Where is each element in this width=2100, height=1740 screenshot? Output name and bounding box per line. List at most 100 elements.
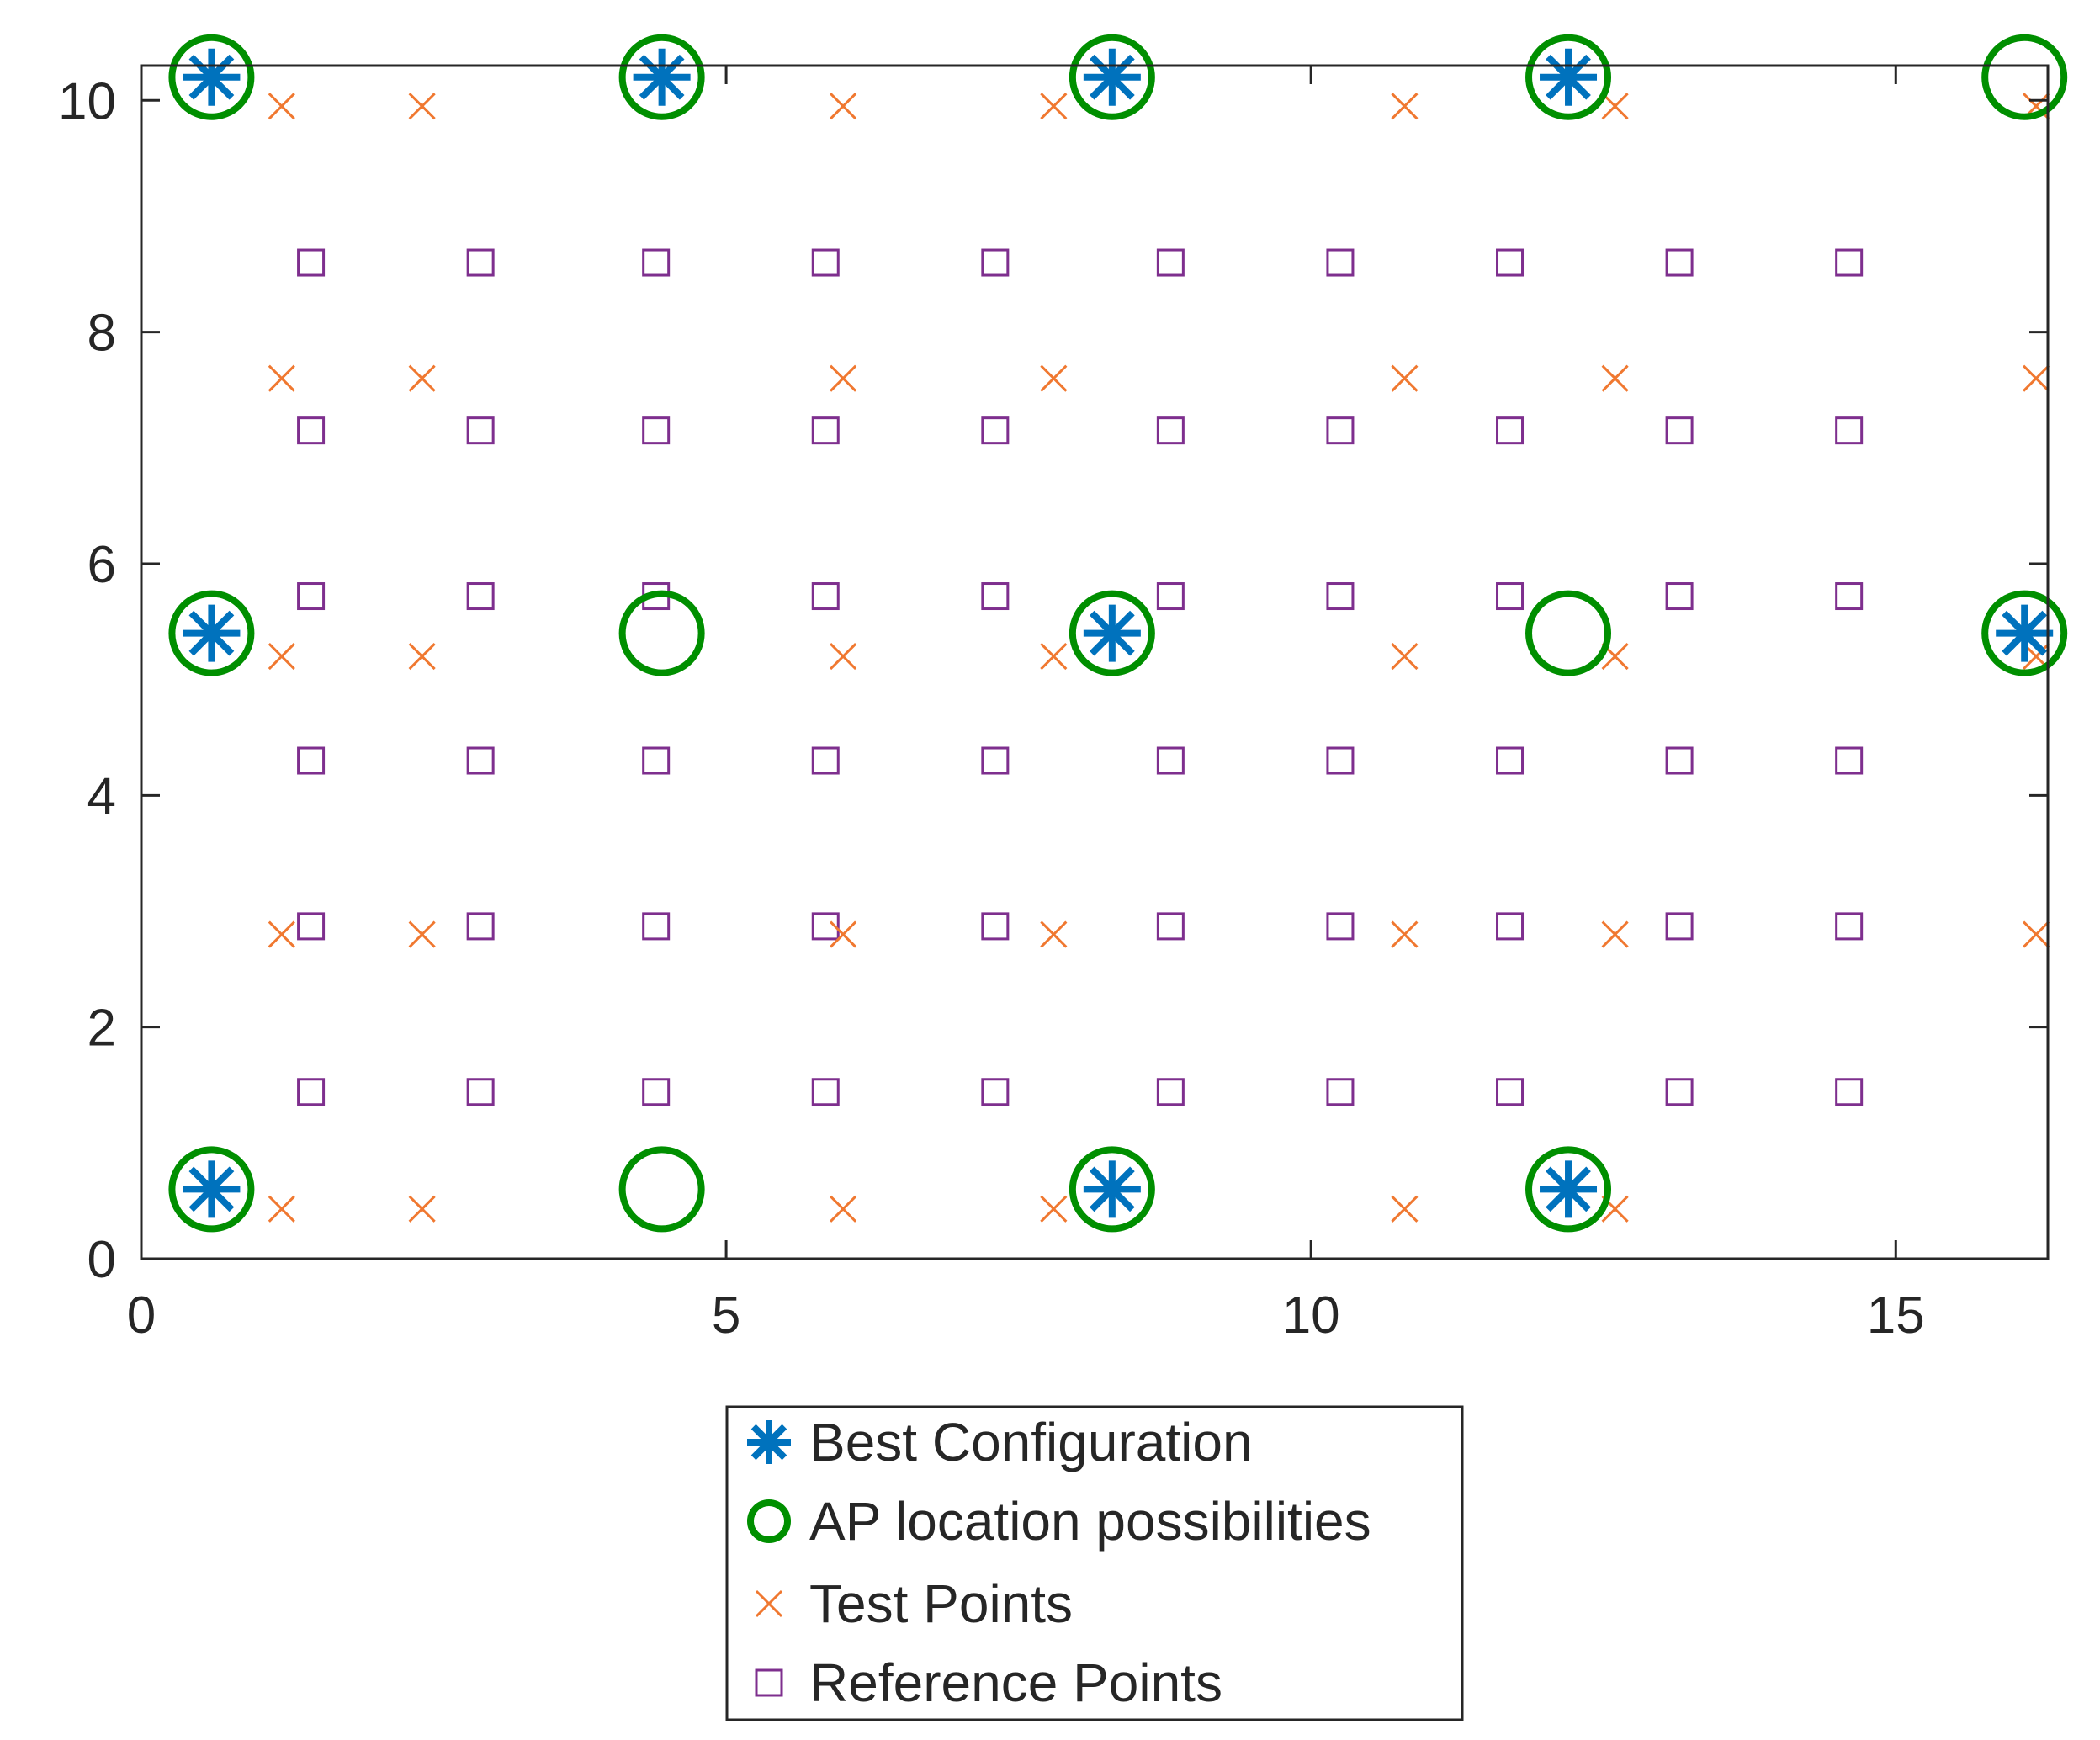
square-point: [811, 746, 840, 775]
circle-point: [1069, 34, 1155, 120]
square-point: [811, 416, 840, 445]
x-point: [830, 643, 857, 671]
square-point: [1496, 912, 1525, 941]
asterisk-point: [183, 604, 241, 662]
legend-entry: Best Configuration: [747, 1412, 1253, 1472]
x-point: [408, 364, 436, 392]
circle-point: [1525, 1146, 1612, 1233]
x-point: [408, 643, 436, 671]
square-point: [1326, 248, 1355, 277]
x-point: [1601, 364, 1629, 392]
x-point: [408, 920, 436, 948]
square-point: [297, 1078, 326, 1106]
square-point: [1156, 416, 1185, 445]
square-point: [1156, 912, 1185, 941]
square-point: [1326, 912, 1355, 941]
circle-point: [1981, 34, 2068, 120]
square-point: [642, 248, 671, 277]
square-point: [1326, 746, 1355, 775]
asterisk-point: [183, 48, 241, 106]
square-point: [297, 582, 326, 611]
circle-point: [1525, 34, 1612, 120]
square-point: [297, 248, 326, 277]
x-point: [1391, 643, 1419, 671]
square-point: [1156, 582, 1185, 611]
square-point: [1835, 248, 1864, 277]
legend-swatch: [755, 1668, 783, 1697]
asterisk-point: [633, 48, 691, 106]
square-point: [811, 1078, 840, 1106]
square-point: [1835, 1078, 1864, 1106]
x-point: [268, 93, 295, 120]
square-point: [1835, 912, 1864, 941]
square-point: [466, 1078, 495, 1106]
circle-point: [1069, 590, 1155, 676]
y-tick-label: 4: [88, 767, 116, 825]
square-point: [1496, 1078, 1525, 1106]
legend-label: Reference Points: [809, 1652, 1222, 1713]
square-point: [466, 912, 495, 941]
x-point: [1040, 364, 1068, 392]
square-point: [1326, 416, 1355, 445]
circle-point: [618, 34, 705, 120]
x-point: [830, 93, 857, 120]
square-point: [811, 582, 840, 611]
x-point: [1601, 920, 1629, 948]
x-point: [268, 920, 295, 948]
asterisk-point: [1083, 604, 1141, 662]
square-point: [1665, 1078, 1694, 1106]
x-point: [268, 1195, 295, 1223]
square-point: [297, 912, 326, 941]
square-point: [466, 416, 495, 445]
asterisk-point: [1540, 1160, 1598, 1218]
square-point: [1665, 582, 1694, 611]
x-point: [408, 93, 436, 120]
square-point: [811, 912, 840, 941]
square-point: [981, 582, 1010, 611]
square-point: [1496, 746, 1525, 775]
x-tick-label: 15: [1867, 1286, 1925, 1345]
y-tick-label: 10: [58, 72, 116, 130]
x-point: [1040, 920, 1068, 948]
circle-point: [1525, 590, 1612, 676]
series-ap-location-possibilities: [168, 34, 2068, 1233]
legend-entry: Reference Points: [755, 1652, 1222, 1713]
circle-point: [168, 34, 255, 120]
legend-label: Best Configuration: [809, 1412, 1253, 1472]
square-point: [642, 912, 671, 941]
legend-swatch: [747, 1420, 791, 1464]
x-point: [1040, 643, 1068, 671]
square-point: [1665, 416, 1694, 445]
legend-box: [725, 1405, 1464, 1721]
legend-swatch: [747, 1499, 791, 1543]
legend-label: Test Points: [809, 1573, 1073, 1634]
square-point: [1835, 746, 1864, 775]
square-point: [466, 746, 495, 775]
square-point: [642, 1078, 671, 1106]
x-tick-label: 0: [127, 1286, 156, 1345]
square-point: [981, 248, 1010, 277]
square-point: [981, 416, 1010, 445]
y-tick-label: 8: [88, 305, 116, 363]
x-point: [830, 364, 857, 392]
legend-entry: Test Points: [755, 1573, 1073, 1634]
asterisk-point: [1083, 1160, 1141, 1218]
y-tick-label: 0: [88, 1231, 116, 1289]
square-point: [811, 248, 840, 277]
square-point: [1665, 912, 1694, 941]
circle-point: [618, 1146, 705, 1233]
asterisk-point: [1083, 48, 1141, 106]
x-point: [1391, 364, 1419, 392]
x-point: [1391, 1195, 1419, 1223]
x-point: [830, 1195, 857, 1223]
square-point: [297, 416, 326, 445]
square-point: [1156, 746, 1185, 775]
legend-label: AP location possibilities: [809, 1491, 1371, 1552]
legend-swatch: [755, 1589, 783, 1618]
x-point: [2023, 364, 2050, 392]
square-point: [1665, 248, 1694, 277]
square-point: [1326, 582, 1355, 611]
plot-area: [141, 66, 2048, 1259]
